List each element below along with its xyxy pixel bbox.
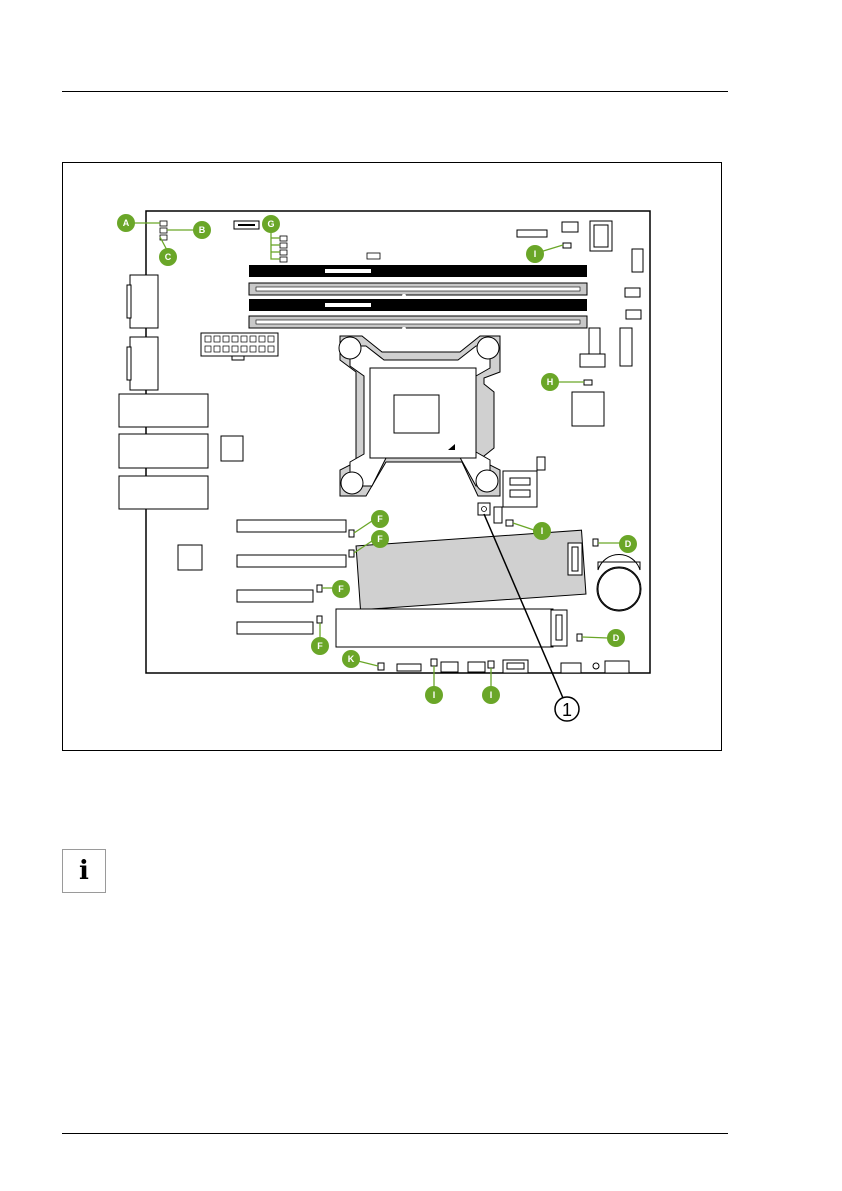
header-small-3 — [626, 310, 641, 319]
dimm-slot-3 — [249, 299, 587, 311]
led-f-2 — [349, 550, 354, 557]
led-d-bottom — [577, 634, 582, 641]
callout-c: C — [159, 248, 177, 266]
sata-connector-block — [503, 471, 537, 507]
svg-text:A: A — [123, 218, 130, 228]
header-bottom-1 — [397, 664, 421, 671]
callout-f-2: F — [371, 530, 389, 548]
callout-f-1: F — [371, 510, 389, 528]
pcie-slot-3 — [237, 590, 313, 602]
socket-hole-tr — [477, 337, 499, 359]
callout-i-bottom-2: I — [482, 686, 500, 704]
led-b — [160, 228, 167, 233]
cmos-battery — [597, 555, 641, 611]
header-2x5 — [580, 354, 605, 367]
led-i-mid — [506, 520, 513, 526]
svg-text:D: D — [613, 633, 620, 643]
led-i-bottom-1 — [431, 659, 437, 666]
led-f-3 — [317, 585, 322, 592]
fan-header-bottom-1 — [441, 662, 458, 672]
socket-hole-br — [476, 470, 498, 492]
callout-f-4: F — [311, 637, 329, 655]
svg-text:F: F — [377, 534, 383, 544]
header-vertical-2 — [620, 328, 632, 366]
led-group-g — [280, 236, 287, 262]
pcie-slot-2 — [237, 555, 346, 567]
callout-a: A — [117, 214, 135, 232]
fan-header-mid — [494, 507, 502, 523]
svg-text:C: C — [165, 252, 172, 262]
atx-power-connector — [201, 333, 278, 360]
rear-io-panel — [119, 275, 208, 509]
info-glyph: i — [63, 856, 105, 886]
header-bottom-2x5 — [605, 661, 629, 673]
socket-hole-bl — [341, 472, 363, 494]
led-i-top — [563, 243, 571, 248]
slot-vertical — [589, 328, 600, 355]
fan-header-bottom-3 — [561, 663, 581, 673]
usb-lan-stack-3 — [119, 476, 208, 509]
socket-hole-tl — [339, 337, 361, 359]
led-h — [584, 380, 592, 385]
cpu-socket — [339, 336, 500, 496]
serial-port-2 — [130, 337, 158, 390]
svg-text:F: F — [377, 514, 383, 524]
svg-text:I: I — [541, 526, 544, 536]
bottom-connectors — [378, 659, 629, 673]
jumper — [537, 457, 545, 470]
callout-h: H — [541, 373, 559, 391]
svg-text:I: I — [433, 690, 436, 700]
svg-text:H: H — [547, 377, 554, 387]
m2-slot-1 — [356, 530, 586, 610]
svg-text:F: F — [338, 584, 344, 594]
chip-bottom-left — [178, 545, 202, 570]
dimm-slots — [249, 265, 587, 331]
callout-k: K — [342, 650, 360, 668]
usb-lan-stack-1 — [119, 394, 208, 427]
chipset — [572, 392, 604, 426]
cpu-die — [394, 395, 439, 433]
led-k — [378, 663, 384, 670]
header-small-2 — [625, 288, 640, 297]
small-header — [367, 253, 380, 259]
usb-lan-stack-2 — [119, 434, 208, 468]
chip-small-left — [221, 436, 243, 461]
svg-text:G: G — [267, 219, 274, 229]
pcie-slot-1 — [237, 520, 346, 532]
led-a — [160, 221, 167, 226]
svg-text:B: B — [199, 225, 206, 235]
svg-text:1: 1 — [562, 700, 572, 720]
callout-f-3: F — [332, 580, 350, 598]
led-f-1 — [349, 530, 354, 537]
callout-d-top: D — [619, 535, 637, 553]
svg-text:F: F — [317, 641, 323, 651]
fan-header-top — [562, 222, 578, 232]
svg-text:K: K — [348, 654, 355, 664]
led-d-top — [593, 539, 598, 546]
header-10pin — [517, 230, 547, 237]
callout-i-bottom-1: I — [425, 686, 443, 704]
led-f-4 — [317, 616, 322, 623]
callout-g: G — [262, 215, 280, 233]
serial-port-1 — [130, 275, 158, 328]
callout-i-mid: I — [533, 522, 551, 540]
svg-text:D: D — [625, 539, 632, 549]
callout-number-1: 1 — [555, 697, 579, 721]
fan-header-bottom-2 — [468, 662, 485, 672]
header-vertical-1 — [632, 249, 643, 272]
dimm-slot-1 — [249, 265, 587, 277]
callout-b: B — [193, 221, 211, 239]
led-i-bottom-2 — [488, 661, 494, 668]
callout-i-top: I — [526, 245, 544, 263]
svg-text:I: I — [534, 249, 537, 259]
pcie-slot-4 — [237, 622, 313, 634]
svg-text:I: I — [490, 690, 493, 700]
led-group-abc — [160, 221, 167, 240]
callout-d-bottom: D — [607, 629, 625, 647]
info-icon: i — [62, 849, 106, 893]
